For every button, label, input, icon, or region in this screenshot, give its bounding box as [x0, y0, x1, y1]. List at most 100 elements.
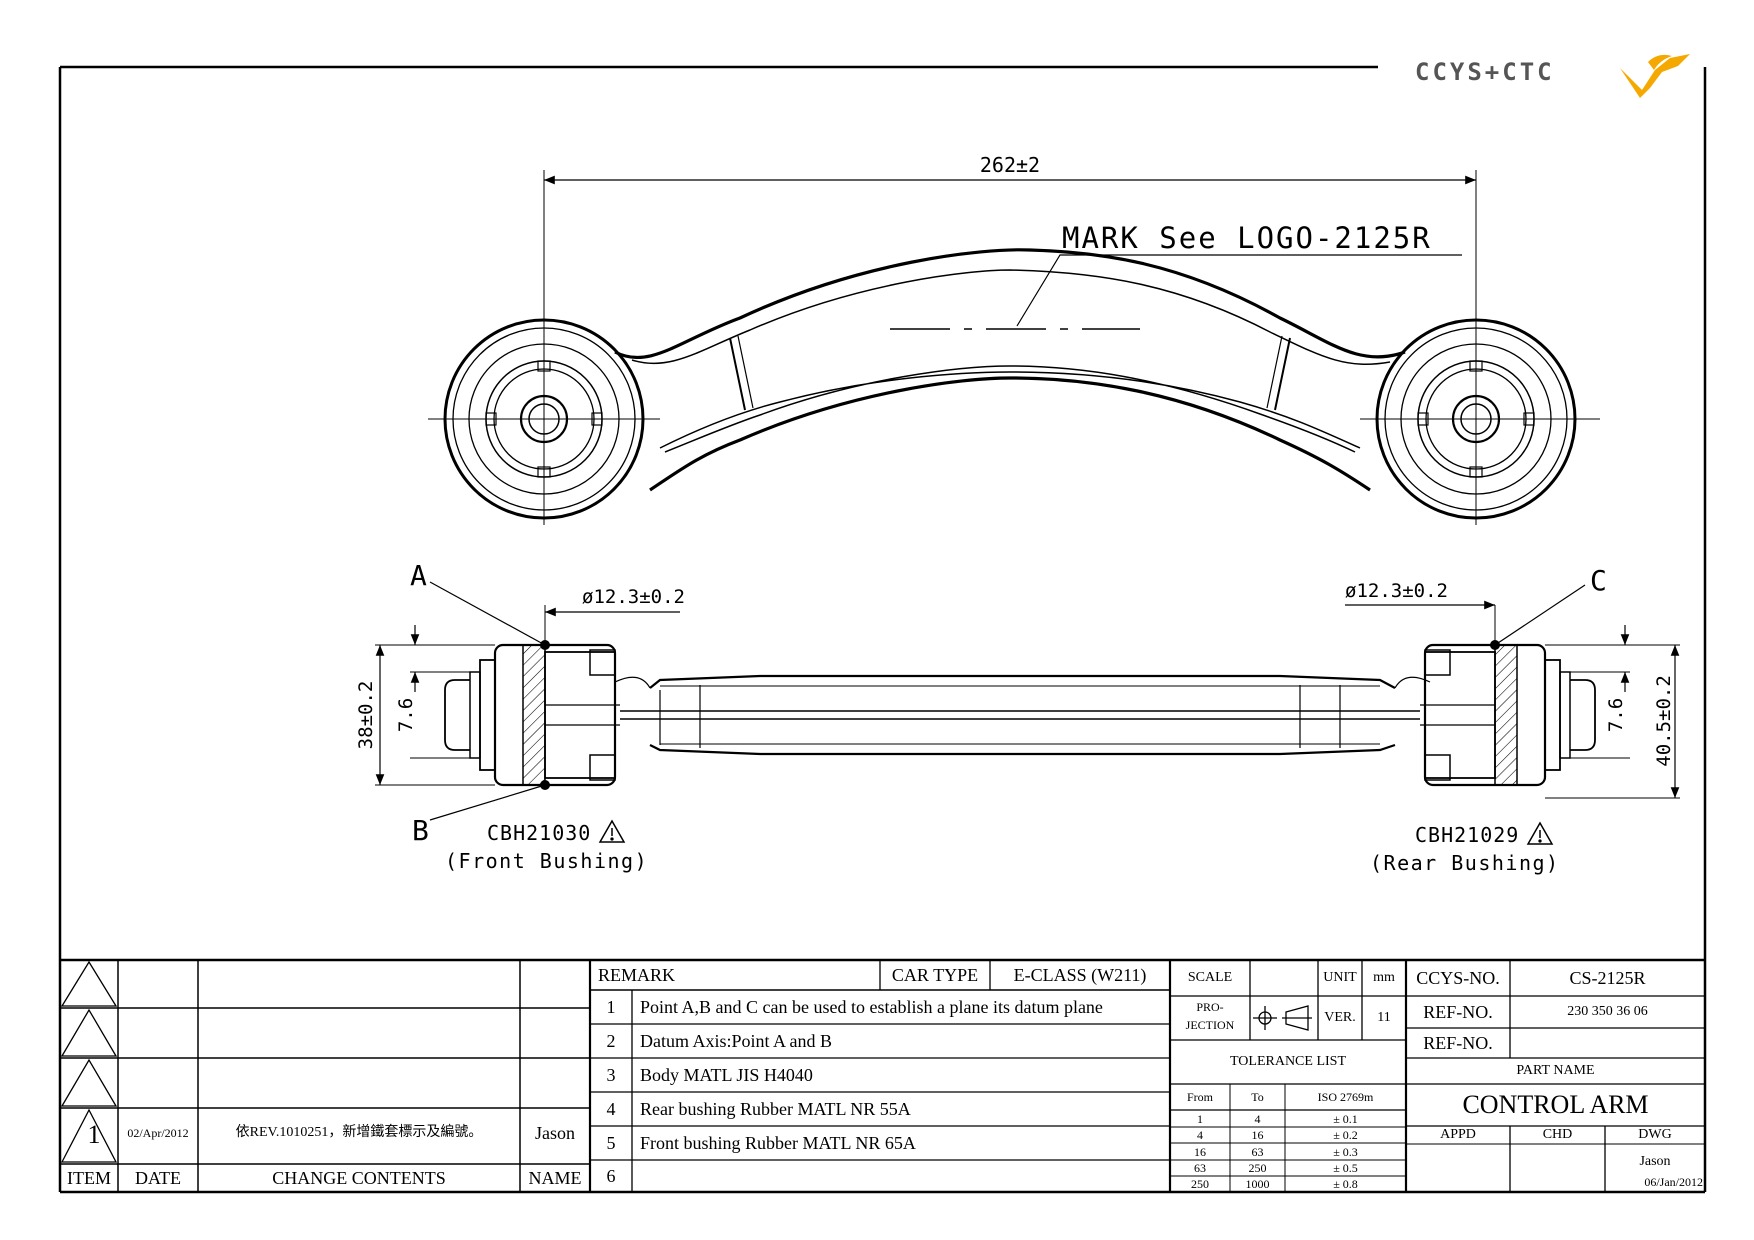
wing-logo-icon [1620, 54, 1690, 98]
ver-value: 11 [1377, 1010, 1391, 1025]
front-bushing-label: (Front Bushing) [445, 849, 648, 873]
tolerance-title: TOLERANCE LIST [1229, 1054, 1346, 1069]
remark-text-6 [632, 1160, 1170, 1192]
rear-bushing-label: (Rear Bushing) [1370, 851, 1560, 875]
part-name-value: CONTROL ARM [1462, 1090, 1649, 1119]
projection-label-1: PRO- [1196, 1000, 1224, 1014]
tol-iso-2: ± 0.2 [1333, 1128, 1358, 1142]
rear-part-number: CBH21029 [1415, 823, 1519, 847]
logo-text: CCYS+CTC [1415, 58, 1555, 86]
right-bushing [1420, 643, 1596, 787]
remark-num-5: 5 [606, 1133, 616, 1153]
remark-num-3: 3 [606, 1065, 616, 1085]
header-item: ITEM [67, 1168, 111, 1188]
datum-point-c [1490, 640, 1500, 650]
right-eye [1375, 318, 1577, 520]
mark-leader [1016, 254, 1462, 327]
rev-contents: 依REV.1010251，新增鐵套標示及編號。 [235, 1125, 483, 1140]
tol-to-2: 16 [1251, 1128, 1264, 1142]
appd-label: APPD [1440, 1127, 1476, 1142]
scale-value [1250, 960, 1318, 996]
tol-iso-5: ± 0.8 [1333, 1177, 1358, 1191]
ver-label: VER. [1324, 1010, 1356, 1025]
remark-num-6: 6 [606, 1166, 616, 1186]
part-name-label: PART NAME [1516, 1063, 1595, 1078]
tol-to-4: 250 [1248, 1161, 1267, 1175]
tol-iso-1: ± 0.1 [1333, 1111, 1358, 1126]
remark-num-1: 1 [606, 997, 616, 1017]
rev-name: Jason [535, 1123, 575, 1143]
tol-from-1: 1 [1197, 1111, 1203, 1126]
header-date: DATE [135, 1168, 181, 1188]
left-eye [443, 318, 645, 520]
remark-text-5: Front bushing Rubber MATL NR 65A [640, 1133, 916, 1153]
dia-left-text: ø12.3±0.2 [582, 586, 685, 608]
remark-text-2: Datum Axis:Point A and B [640, 1031, 833, 1051]
point-c-label: C [1590, 564, 1607, 597]
height-left-text: 38±0.2 [355, 681, 377, 750]
ref-no-value: 230 350 36 06 [1567, 1004, 1648, 1019]
warning-triangle-icon [598, 819, 626, 843]
remark-title: REMARK [598, 965, 676, 985]
dia-right-text: ø12.3±0.2 [1345, 580, 1448, 602]
tol-iso-4: ± 0.5 [1333, 1161, 1358, 1175]
chd-label: CHD [1542, 1127, 1573, 1142]
logo-mark: CCYS+CTC [1415, 54, 1690, 98]
dwg-label: DWG [1638, 1127, 1672, 1142]
length-dimension-text: 262±2 [980, 153, 1040, 177]
projection-label-2: JECTION [1185, 1018, 1235, 1032]
front-part-number: CBH21030 [487, 821, 591, 845]
unit-value: mm [1373, 970, 1395, 985]
datum-point-b [540, 780, 550, 790]
rev-date: 02/Apr/2012 [127, 1126, 189, 1140]
company-logo: CCYS+CTC [1410, 48, 1700, 104]
ref-no-label-2: REF-NO. [1423, 1033, 1493, 1053]
title-block-grid [60, 960, 1705, 1192]
tol-from-5: 250 [1191, 1177, 1209, 1191]
width-left-text: 7.6 [395, 698, 417, 732]
ref-no-value-2 [1510, 1028, 1705, 1058]
tol-to-1: 4 [1254, 1111, 1261, 1126]
remark-num-2: 2 [606, 1031, 616, 1051]
point-a-label: A [410, 559, 427, 592]
tol-from-3: 16 [1194, 1144, 1206, 1159]
remark-text-4: Rear bushing Rubber MATL NR 55A [640, 1099, 911, 1119]
unit-label: UNIT [1323, 970, 1357, 985]
title-block: 1 02/Apr/2012 依REV.1010251，新增鐵套標示及編號。 Ja… [60, 960, 1705, 1192]
rev-item: 1 [87, 1120, 101, 1149]
remark-text-3: Body MATL JIS H4040 [640, 1065, 813, 1085]
tol-to-5: 1000 [1245, 1177, 1270, 1191]
ccys-no-label: CCYS-NO. [1416, 968, 1500, 988]
tol-from-2: 4 [1197, 1128, 1203, 1142]
remark-text-1: Point A,B and C can be used to establish… [640, 997, 1103, 1017]
header-name: NAME [528, 1168, 582, 1188]
remark-num-4: 4 [606, 1099, 616, 1119]
tol-header-from: From [1186, 1090, 1213, 1104]
dwg-date: 06/Jan/2012 [1644, 1175, 1703, 1189]
point-b-label: B [412, 814, 429, 847]
mark-note-text: MARK See LOGO-2125R [1062, 221, 1432, 255]
tol-iso-3: ± 0.3 [1333, 1144, 1358, 1159]
arm-outline [614, 248, 1406, 492]
side-view [375, 581, 1680, 821]
ccys-no-value: CS-2125R [1569, 968, 1646, 988]
car-type-label: CAR TYPE [891, 965, 979, 985]
car-type-value: E-CLASS (W211) [1013, 965, 1147, 985]
left-bushing [444, 643, 620, 787]
datum-point-a [540, 640, 550, 650]
ref-no-label: REF-NO. [1423, 1002, 1493, 1022]
top-view [428, 170, 1600, 525]
dwg-name: Jason [1639, 1154, 1671, 1169]
sheet-border [58, 65, 1707, 1194]
tol-to-3: 63 [1251, 1144, 1264, 1159]
arm-inner-lines [631, 269, 1391, 453]
header-change-contents: CHANGE CONTENTS [272, 1168, 446, 1188]
tol-header-to: To [1251, 1090, 1264, 1104]
warning-triangle-icon [1526, 821, 1554, 845]
tol-header-iso: ISO 2769m [1317, 1090, 1374, 1104]
height-right-text: 40.5±0.2 [1653, 675, 1675, 767]
tol-from-4: 63 [1194, 1161, 1206, 1175]
scale-label: SCALE [1187, 970, 1233, 985]
width-right-text: 7.6 [1605, 698, 1627, 732]
